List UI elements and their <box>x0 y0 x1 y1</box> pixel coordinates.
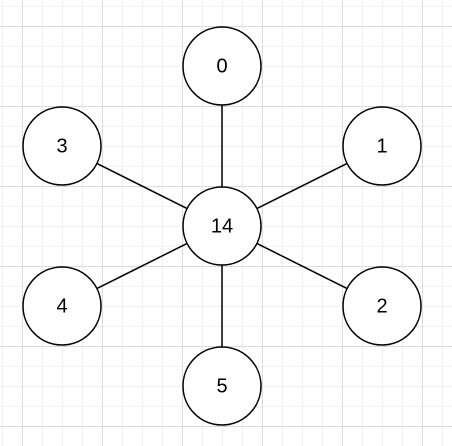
node-2[interactable]: 2 <box>342 266 422 346</box>
node-label: 5 <box>216 375 227 397</box>
node-1[interactable]: 1 <box>342 106 422 186</box>
node-4[interactable]: 4 <box>22 266 102 346</box>
edge-center-n4 <box>96 242 188 290</box>
nodes-layer: 14 0 1 2 3 4 5 <box>22 26 422 426</box>
node-center[interactable]: 14 <box>182 186 262 266</box>
edges-layer <box>96 105 348 347</box>
node-0[interactable]: 0 <box>182 26 262 106</box>
edge-center-n3 <box>96 162 188 210</box>
node-3[interactable]: 3 <box>22 106 102 186</box>
node-circle <box>22 266 102 346</box>
node-label: 2 <box>376 295 387 317</box>
node-label: 1 <box>376 135 387 157</box>
edge-center-n2 <box>256 242 348 290</box>
edge-center-n1 <box>256 162 348 210</box>
node-label: 0 <box>216 55 227 77</box>
node-circle <box>342 106 422 186</box>
node-circle <box>182 186 262 266</box>
node-circle <box>182 26 262 106</box>
node-circle <box>22 106 102 186</box>
node-5[interactable]: 5 <box>182 346 262 426</box>
node-circle <box>182 346 262 426</box>
node-label: 14 <box>211 215 233 237</box>
node-label: 3 <box>56 135 67 157</box>
node-circle <box>342 266 422 346</box>
node-label: 4 <box>56 295 67 317</box>
